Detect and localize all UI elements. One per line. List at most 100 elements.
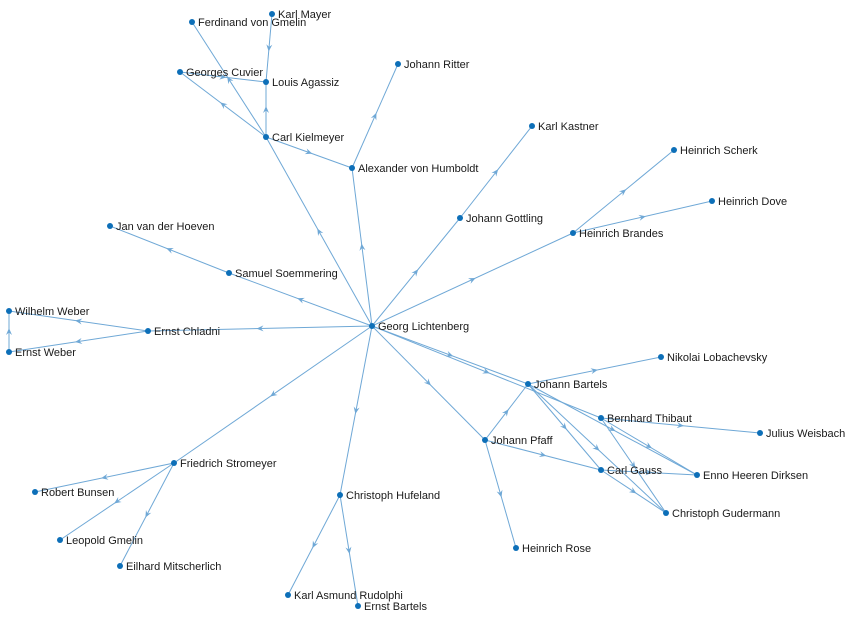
node-label: Karl Asmund Rudolphi bbox=[294, 590, 403, 602]
edge-layer bbox=[6, 13, 761, 607]
arrowhead-johann-gottling-to-karl-kastner bbox=[491, 169, 499, 177]
node-marker bbox=[369, 323, 375, 329]
node-label: Wilhelm Weber bbox=[15, 306, 90, 318]
arrowhead-georg-lichtenberg-to-samuel-soemmering bbox=[297, 297, 305, 304]
node-heinrich-rose: Heinrich Rose bbox=[513, 543, 591, 555]
node-marker bbox=[663, 510, 669, 516]
arrowhead-johann-bartels-to-carl-gauss bbox=[559, 422, 567, 430]
node-karl-asmund-rudolphi: Karl Asmund Rudolphi bbox=[285, 590, 403, 602]
node-label: Johann Gottling bbox=[466, 213, 543, 225]
node-marker bbox=[694, 472, 700, 478]
node-karl-kastner: Karl Kastner bbox=[529, 121, 599, 133]
node-marker bbox=[171, 460, 177, 466]
arrowhead-friedrich-stromeyer-to-robert-bunsen bbox=[101, 473, 109, 480]
arrowhead-alexander-von-humboldt-to-johann-ritter bbox=[370, 112, 377, 121]
node-marker bbox=[285, 592, 291, 598]
node-label: Eilhard Mitscherlich bbox=[126, 561, 221, 573]
node-georg-lichtenberg: Georg Lichtenberg bbox=[369, 321, 469, 333]
arrowhead-ernst-weber-to-wilhelm-weber bbox=[6, 328, 12, 335]
node-ferdinand-von-gmelin: Ferdinand von Gmelin bbox=[189, 17, 306, 29]
node-alexander-von-humboldt: Alexander von Humboldt bbox=[349, 163, 478, 175]
node-label: Christoph Gudermann bbox=[672, 508, 780, 520]
arrowhead-johann-bartels-to-enno-heeren-dirksen bbox=[607, 425, 616, 432]
node-label: Jan van der Hoeven bbox=[116, 221, 214, 233]
arrowhead-georges-cuvier-to-louis-agassiz bbox=[219, 73, 227, 80]
node-label: Carl Gauss bbox=[607, 465, 663, 477]
node-label: Georges Cuvier bbox=[186, 67, 263, 79]
node-jan-van-der-hoeven: Jan van der Hoeven bbox=[107, 221, 214, 233]
arrowhead-bernhard-thibaut-to-enno-heeren-dirksen bbox=[644, 442, 653, 449]
node-label: Ferdinand von Gmelin bbox=[198, 17, 306, 29]
node-marker bbox=[107, 223, 113, 229]
node-marker bbox=[57, 537, 63, 543]
node-wilhelm-weber: Wilhelm Weber bbox=[6, 306, 90, 318]
node-marker bbox=[349, 165, 355, 171]
node-marker bbox=[513, 545, 519, 551]
node-label: Friedrich Stromeyer bbox=[180, 458, 277, 470]
arrowhead-georg-lichtenberg-to-friedrich-stromeyer bbox=[270, 390, 278, 397]
arrowhead-georg-lichtenberg-to-alexander-von-humboldt bbox=[359, 243, 366, 251]
arrowhead-carl-kielmeyer-to-alexander-von-humboldt bbox=[304, 148, 313, 155]
arrowhead-johann-bartels-to-christoph-gudermann bbox=[592, 443, 600, 451]
node-carl-kielmeyer: Carl Kielmeyer bbox=[263, 132, 344, 144]
node-marker bbox=[177, 69, 183, 75]
node-marker bbox=[263, 134, 269, 140]
node-marker bbox=[269, 11, 275, 17]
node-marker bbox=[525, 381, 531, 387]
node-label: Heinrich Dove bbox=[718, 196, 787, 208]
node-label: Johann Pfaff bbox=[491, 435, 554, 447]
node-friedrich-stromeyer: Friedrich Stromeyer bbox=[171, 458, 277, 470]
arrowhead-johann-pfaff-to-heinrich-rose bbox=[496, 489, 503, 498]
arrowhead-bernhard-thibaut-to-christoph-gudermann bbox=[629, 460, 636, 469]
arrowhead-ernst-chladni-to-wilhelm-weber bbox=[75, 318, 83, 325]
node-label: Louis Agassiz bbox=[272, 77, 339, 89]
node-label: Samuel Soemmering bbox=[235, 268, 338, 280]
arrowhead-friedrich-stromeyer-to-leopold-gmelin bbox=[114, 497, 122, 504]
node-label: Heinrich Scherk bbox=[680, 145, 758, 157]
node-label: Christoph Hufeland bbox=[346, 490, 440, 502]
arrowhead-friedrich-stromeyer-to-eilhard-mitscherlich bbox=[145, 510, 152, 518]
arrowhead-christoph-hufeland-to-ernst-bartels bbox=[345, 546, 352, 554]
node-marker bbox=[482, 437, 488, 443]
node-leopold-gmelin: Leopold Gmelin bbox=[57, 535, 143, 547]
node-marker bbox=[145, 328, 151, 334]
node-bernhard-thibaut: Bernhard Thibaut bbox=[598, 413, 692, 425]
node-carl-gauss: Carl Gauss bbox=[598, 465, 663, 477]
node-enno-heeren-dirksen: Enno Heeren Dirksen bbox=[694, 470, 808, 482]
arrowhead-heinrich-brandes-to-heinrich-dove bbox=[638, 214, 646, 221]
arrowhead-georg-lichtenberg-to-bernhard-thibaut bbox=[482, 367, 490, 374]
node-marker bbox=[263, 79, 269, 85]
arrowhead-johann-bartels-to-nikolai-lobachevsky bbox=[590, 368, 598, 375]
arrowhead-georg-lichtenberg-to-christoph-hufeland bbox=[353, 406, 360, 414]
node-label: Heinrich Rose bbox=[522, 543, 591, 555]
node-marker bbox=[226, 270, 232, 276]
node-marker bbox=[598, 467, 604, 473]
node-label: Ernst Weber bbox=[15, 347, 76, 359]
arrowhead-carl-kielmeyer-to-louis-agassiz bbox=[263, 106, 269, 113]
node-ernst-bartels: Ernst Bartels bbox=[355, 601, 427, 613]
node-christoph-gudermann: Christoph Gudermann bbox=[663, 508, 780, 520]
node-louis-agassiz: Louis Agassiz bbox=[263, 77, 339, 89]
node-heinrich-scherk: Heinrich Scherk bbox=[671, 145, 758, 157]
arrowhead-georg-lichtenberg-to-ernst-chladni bbox=[256, 325, 264, 332]
node-label: Carl Kielmeyer bbox=[272, 132, 344, 144]
node-christoph-hufeland: Christoph Hufeland bbox=[337, 490, 440, 502]
node-label: Leopold Gmelin bbox=[66, 535, 143, 547]
node-label: Karl Kastner bbox=[538, 121, 599, 133]
node-marker bbox=[6, 308, 12, 314]
node-marker bbox=[529, 123, 535, 129]
node-nikolai-lobachevsky: Nikolai Lobachevsky bbox=[658, 352, 768, 364]
arrowhead-georg-lichtenberg-to-heinrich-brandes bbox=[468, 278, 476, 284]
arrowhead-carl-kielmeyer-to-georges-cuvier bbox=[220, 102, 228, 110]
node-label: Ernst Bartels bbox=[364, 601, 427, 613]
arrowhead-georg-lichtenberg-to-johann-gottling bbox=[411, 269, 419, 277]
node-eilhard-mitscherlich: Eilhard Mitscherlich bbox=[117, 561, 221, 573]
node-marker bbox=[189, 19, 195, 25]
node-label: Georg Lichtenberg bbox=[378, 321, 469, 333]
arrowhead-karl-mayer-to-louis-agassiz bbox=[266, 44, 273, 52]
node-marker bbox=[457, 215, 463, 221]
node-label: Heinrich Brandes bbox=[579, 228, 664, 240]
arrowhead-bernhard-thibaut-to-julius-weisbach bbox=[676, 422, 684, 429]
